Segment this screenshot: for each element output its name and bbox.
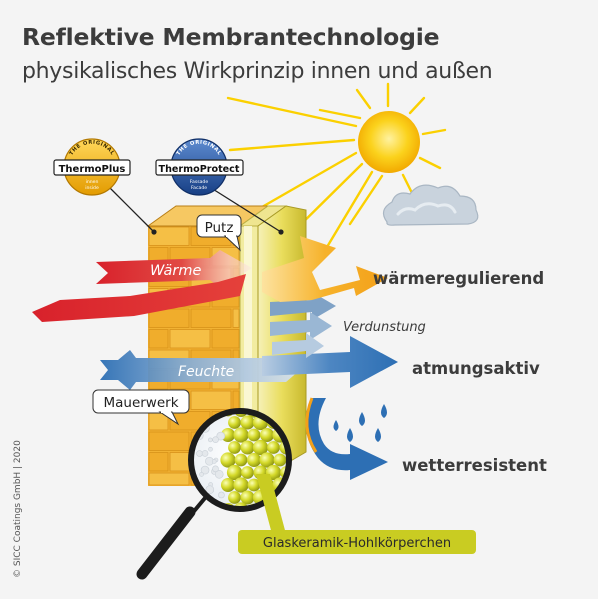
feature-wetterresistent: wetterresistent: [402, 456, 547, 475]
glass-bead: [228, 491, 241, 504]
glass-bead: [240, 415, 255, 430]
rain-drops-icon: [333, 404, 387, 442]
glass-bead: [228, 441, 241, 454]
evaporation-arrows: [270, 292, 336, 358]
thermoplus-badge: THE ORIGINAL ThermoPlus innen inside: [53, 138, 131, 196]
brick: [211, 329, 240, 349]
sun-icon: [226, 82, 447, 264]
brick: [232, 390, 240, 410]
plaster-speck: [205, 485, 215, 495]
plaster-speck: [211, 459, 217, 464]
glaskeramik-label: Glaskeramik-Hohlkörperchen: [238, 530, 476, 554]
moisture-arrow: [100, 350, 300, 390]
glass-bead: [240, 440, 255, 455]
brick: [169, 329, 211, 349]
plaster-speck: [208, 446, 213, 452]
plaster-speck: [218, 491, 225, 499]
brick: [148, 329, 169, 349]
plaster-speck: [199, 472, 204, 477]
glass-bead: [247, 428, 261, 442]
putz-text: Putz: [205, 220, 234, 236]
thermoprotect-sub2: Facade: [191, 185, 207, 191]
plaster-speck: [207, 437, 213, 443]
glass-bead: [247, 453, 261, 467]
glass-bead: [260, 428, 274, 442]
thermoprotect-name: ThermoProtect: [159, 164, 240, 175]
plaster-speck: [216, 431, 226, 441]
glass-bead: [273, 453, 287, 467]
page-title: Reflektive Membrantechnologie: [22, 23, 440, 51]
cloud-icon: [382, 184, 479, 226]
heat-arrow-in: [96, 250, 252, 288]
glass-bead: [234, 453, 248, 467]
glass-bead: [252, 439, 269, 456]
plaster-speck: [212, 465, 219, 473]
glass-bead: [221, 428, 235, 442]
glass-bead: [247, 478, 261, 492]
glass-bead: [259, 452, 275, 468]
glass-bead: [233, 477, 249, 493]
feature-waermeregulierend: wärmeregulierend: [373, 269, 544, 288]
copyright-text: © SICC Coatings GmbH | 2020: [13, 440, 23, 578]
thermoplus-sub2: inside: [85, 185, 99, 191]
plaster-speck: [196, 450, 203, 457]
brick: [148, 431, 190, 451]
glass-bead: [220, 452, 236, 468]
heat-arrow-out: [262, 236, 388, 302]
glaskeramik-text: Glaskeramik-Hohlkörperchen: [263, 536, 451, 551]
plaster-speck: [201, 450, 209, 457]
brick: [148, 472, 190, 486]
brick: [190, 308, 232, 328]
glass-bead: [267, 441, 280, 454]
moisture-arrow-out: [262, 336, 398, 388]
heat-arrow-reflect: [32, 274, 246, 322]
feature-atmungsaktiv: atmungsaktiv: [412, 359, 540, 378]
thermoplus-sub1: innen: [86, 179, 99, 185]
feuchte-text: Feuchte: [178, 364, 234, 380]
page-subtitle: physikalisches Wirkprinzip innen und auß…: [22, 59, 493, 84]
weather-arrow: [305, 397, 388, 480]
glass-bead: [228, 416, 241, 429]
thermoprotect-badge: THE ORIGINAL ThermoProtect Fassade Facad…: [155, 138, 244, 196]
glass-bead: [221, 478, 235, 492]
plaster-speck: [200, 465, 210, 475]
verdunstung-text: Verdunstung: [343, 320, 426, 335]
thermoprotect-sub1: Fassade: [190, 179, 209, 185]
brick: [190, 390, 232, 410]
mauerwerk-text: Mauerwerk: [103, 395, 178, 411]
glass-bead: [240, 490, 255, 505]
magnifier-icon: [136, 408, 292, 580]
thermoplus-name: ThermoPlus: [59, 164, 126, 175]
brick: [232, 308, 240, 328]
mauerwerk-label: Mauerwerk: [92, 389, 190, 426]
plaster-speck: [212, 436, 219, 443]
brick: [148, 226, 190, 246]
glass-bead: [241, 466, 254, 479]
plaster-speck: [214, 469, 224, 479]
putz-label: Putz: [196, 214, 242, 252]
brick: [148, 452, 169, 472]
glass-bead: [226, 464, 243, 481]
glass-bead: [233, 427, 249, 443]
waerme-text: Wärme: [150, 263, 202, 279]
